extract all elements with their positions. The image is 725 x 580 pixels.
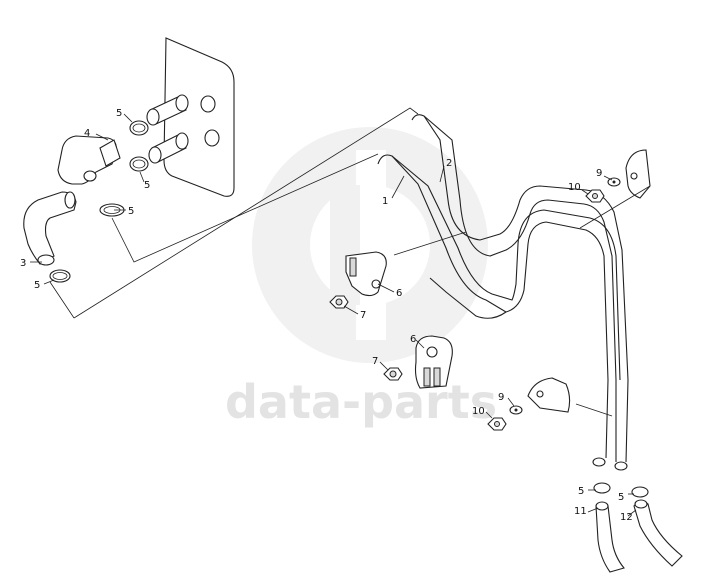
callout-6-b: 6 [410,334,416,345]
leader-lines [30,113,651,517]
pipe-clip-upper [625,149,651,199]
callout-5-a: 5 [116,108,122,119]
nut-part-7-lower [383,367,403,381]
callout-7-b: 7 [372,356,378,367]
callout-10-a: 10 [568,182,581,193]
mounting-plate [163,37,235,197]
hose-part-11 [595,501,625,573]
washer-part-9-upper [607,177,621,187]
pipe-part-1 [377,154,621,467]
callout-11: 11 [574,506,587,517]
callout-5-e: 5 [578,486,584,497]
watermark-text: data-parts [225,375,497,429]
hose-clamp [593,482,611,494]
elbow-hose-part-4 [57,135,121,185]
tube-stubs [146,94,189,164]
callout-9-a: 9 [596,168,602,179]
callout-9-b: 9 [498,392,504,403]
callout-5-d: 5 [34,280,40,291]
bracket-part-6-lower [414,335,453,389]
callout-labels: 1 2 3 4 5 5 5 5 5 5 6 6 7 7 9 9 10 10 11… [20,108,633,523]
hose-part-12 [633,499,683,567]
routing-lines [49,107,419,319]
nut-part-10-lower [487,417,507,431]
hose-clamp [129,120,149,136]
callout-5-c: 5 [128,206,134,217]
bent-hose-part-3 [23,191,77,266]
pipe-clip-lower [527,377,571,413]
callout-5-b: 5 [144,180,150,191]
callout-4: 4 [84,128,90,139]
callout-5-f: 5 [618,492,624,503]
callout-3: 3 [20,258,26,269]
callout-7-a: 7 [360,310,366,321]
hose-clamp [631,486,649,498]
nut-part-10-upper [585,189,605,203]
callout-6-a: 6 [396,288,402,299]
watermark-logo [252,127,488,363]
nut-part-7-upper [329,295,349,309]
washer-part-9-lower [509,405,523,415]
callout-12: 12 [620,512,633,523]
callout-10-b: 10 [472,406,485,417]
bracket-part-6-upper [345,251,387,297]
hose-clamp [49,269,71,283]
callout-2: 2 [446,158,452,169]
hose-clamp [129,156,149,172]
callout-1: 1 [382,196,388,207]
